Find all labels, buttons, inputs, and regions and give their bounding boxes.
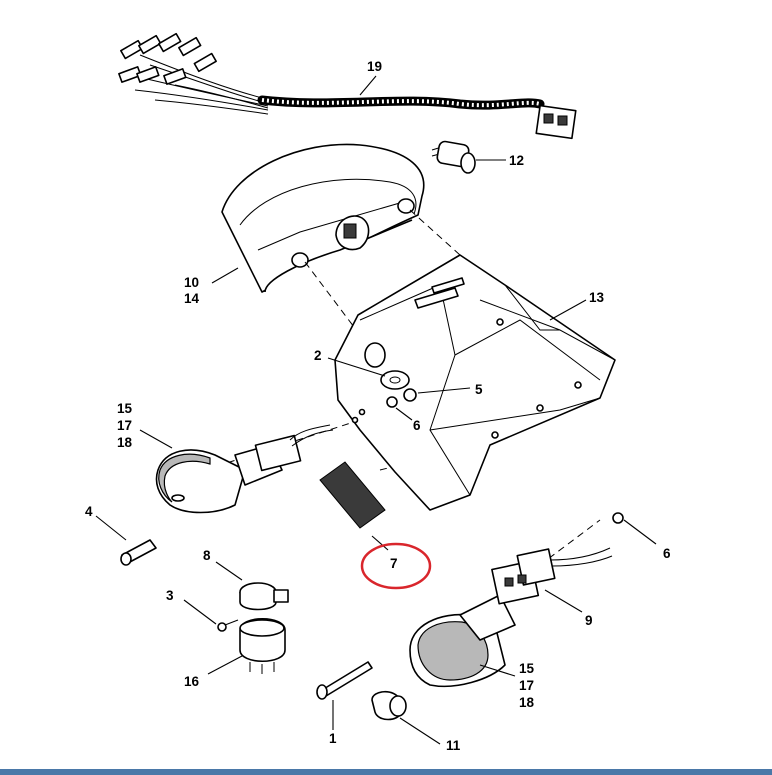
tail-lamp-housing: [221, 143, 425, 293]
callout-13: 13: [589, 290, 605, 305]
callout-17-right: 17: [519, 678, 534, 693]
callout-5: 5: [475, 382, 483, 397]
small-nut: [386, 396, 398, 408]
callout-14: 14: [184, 291, 200, 306]
window-bottom-bar: [0, 769, 772, 775]
clamp: [239, 582, 289, 611]
flasher-relay: [239, 618, 286, 674]
turn-signal-left: [155, 424, 334, 514]
tail-lamp-bulb: [431, 140, 476, 174]
small-nut-lower: [612, 512, 624, 524]
callout-15-left: 15: [117, 401, 133, 416]
long-screw: [316, 661, 373, 700]
callout-9: 9: [585, 613, 593, 628]
turn-signal-right: [409, 547, 613, 688]
callout-2: 2: [314, 348, 322, 363]
callout-6-lower: 6: [663, 546, 671, 561]
callout-8: 8: [203, 548, 211, 563]
callout-7: 7: [390, 556, 398, 571]
callout-10: 10: [184, 275, 199, 290]
callout-18-right: 18: [519, 695, 535, 710]
callout-17-left: 17: [117, 418, 132, 433]
turn-signal-bulb: [371, 690, 407, 721]
callout-19: 19: [367, 59, 382, 74]
callout-4: 4: [85, 504, 93, 519]
callout-12: 12: [509, 153, 524, 168]
callout-18-left: 18: [117, 435, 133, 450]
highlight-circle: [360, 542, 432, 590]
reflector: [319, 461, 386, 529]
wiring-harness: [118, 32, 577, 140]
callout-6-upper: 6: [413, 418, 421, 433]
grommet: [380, 370, 410, 390]
callout-1: 1: [329, 731, 337, 746]
callout-11: 11: [446, 738, 461, 753]
callout-15-right: 15: [519, 661, 535, 676]
screw: [120, 539, 157, 566]
nut: [403, 388, 417, 402]
callout-16: 16: [184, 674, 200, 689]
callout-3: 3: [166, 588, 174, 603]
license-plate-bracket: [334, 254, 616, 511]
small-screw: [217, 619, 239, 632]
